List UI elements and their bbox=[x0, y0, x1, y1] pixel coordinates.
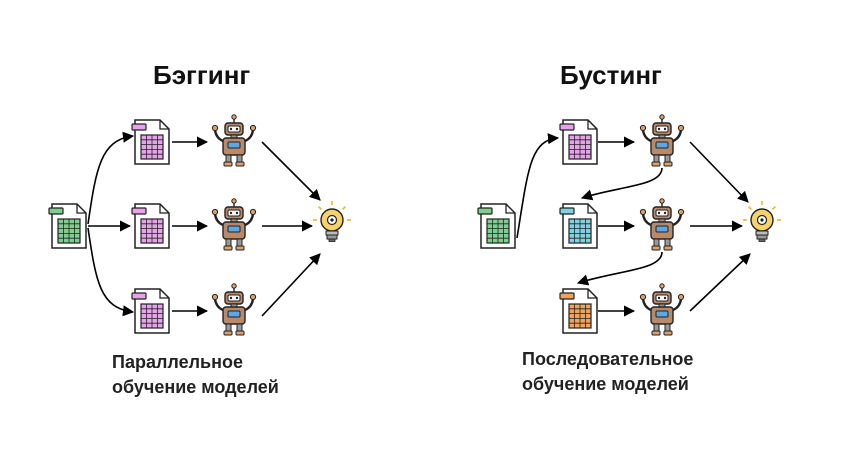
boosting-arrow-model2-to-subset3 bbox=[576, 251, 663, 286]
bagging-caption-line1: Параллельное bbox=[112, 352, 243, 372]
boosting-caption-line1: Последовательное bbox=[522, 349, 694, 369]
boosting-arrow-source-to-subset1 bbox=[516, 133, 560, 239]
boosting-caption-line2: обучение моделей bbox=[522, 374, 689, 394]
bagging-arrow-model3-to-bulb bbox=[261, 253, 321, 317]
boosting-subset3-icon bbox=[559, 288, 598, 334]
boosting-arrow-model3-to-bulb bbox=[689, 253, 751, 312]
bagging-subset1-icon bbox=[131, 119, 170, 165]
bagging-arrow-model1-to-bulb bbox=[261, 141, 321, 201]
bagging-caption: Параллельное обучение моделей bbox=[112, 350, 279, 400]
bagging-caption-line2: обучение моделей bbox=[112, 377, 279, 397]
bagging-result-lightbulb-icon bbox=[313, 201, 351, 242]
boosting-caption: Последовательное обучение моделей bbox=[522, 347, 693, 397]
boosting-subset1-icon bbox=[559, 119, 598, 165]
boosting-result-lightbulb-icon bbox=[743, 201, 781, 242]
bagging-model3-robot-icon bbox=[211, 283, 257, 336]
boosting-title: Бустинг bbox=[560, 60, 662, 90]
bagging-source-data-icon bbox=[48, 203, 87, 249]
bagging-model1-robot-icon bbox=[211, 114, 257, 167]
bagging-subset3-icon bbox=[131, 288, 170, 334]
bagging-arrow-source-to-subset1 bbox=[87, 131, 135, 225]
bagging-title: Бэггинг bbox=[153, 60, 251, 90]
boosting-model3-robot-icon bbox=[639, 283, 685, 336]
boosting-arrow-model1-to-subset2 bbox=[580, 167, 663, 201]
boosting-subset2-icon bbox=[559, 203, 598, 249]
boosting-model1-robot-icon bbox=[639, 114, 685, 167]
boosting-model2-robot-icon bbox=[639, 198, 685, 251]
boosting-arrow-model1-to-bulb bbox=[689, 141, 749, 203]
bagging-arrow-source-to-subset3 bbox=[87, 227, 135, 317]
bagging-subset2-icon bbox=[131, 203, 170, 249]
boosting-source-data-icon bbox=[477, 203, 516, 249]
bagging-model2-robot-icon bbox=[211, 198, 257, 251]
